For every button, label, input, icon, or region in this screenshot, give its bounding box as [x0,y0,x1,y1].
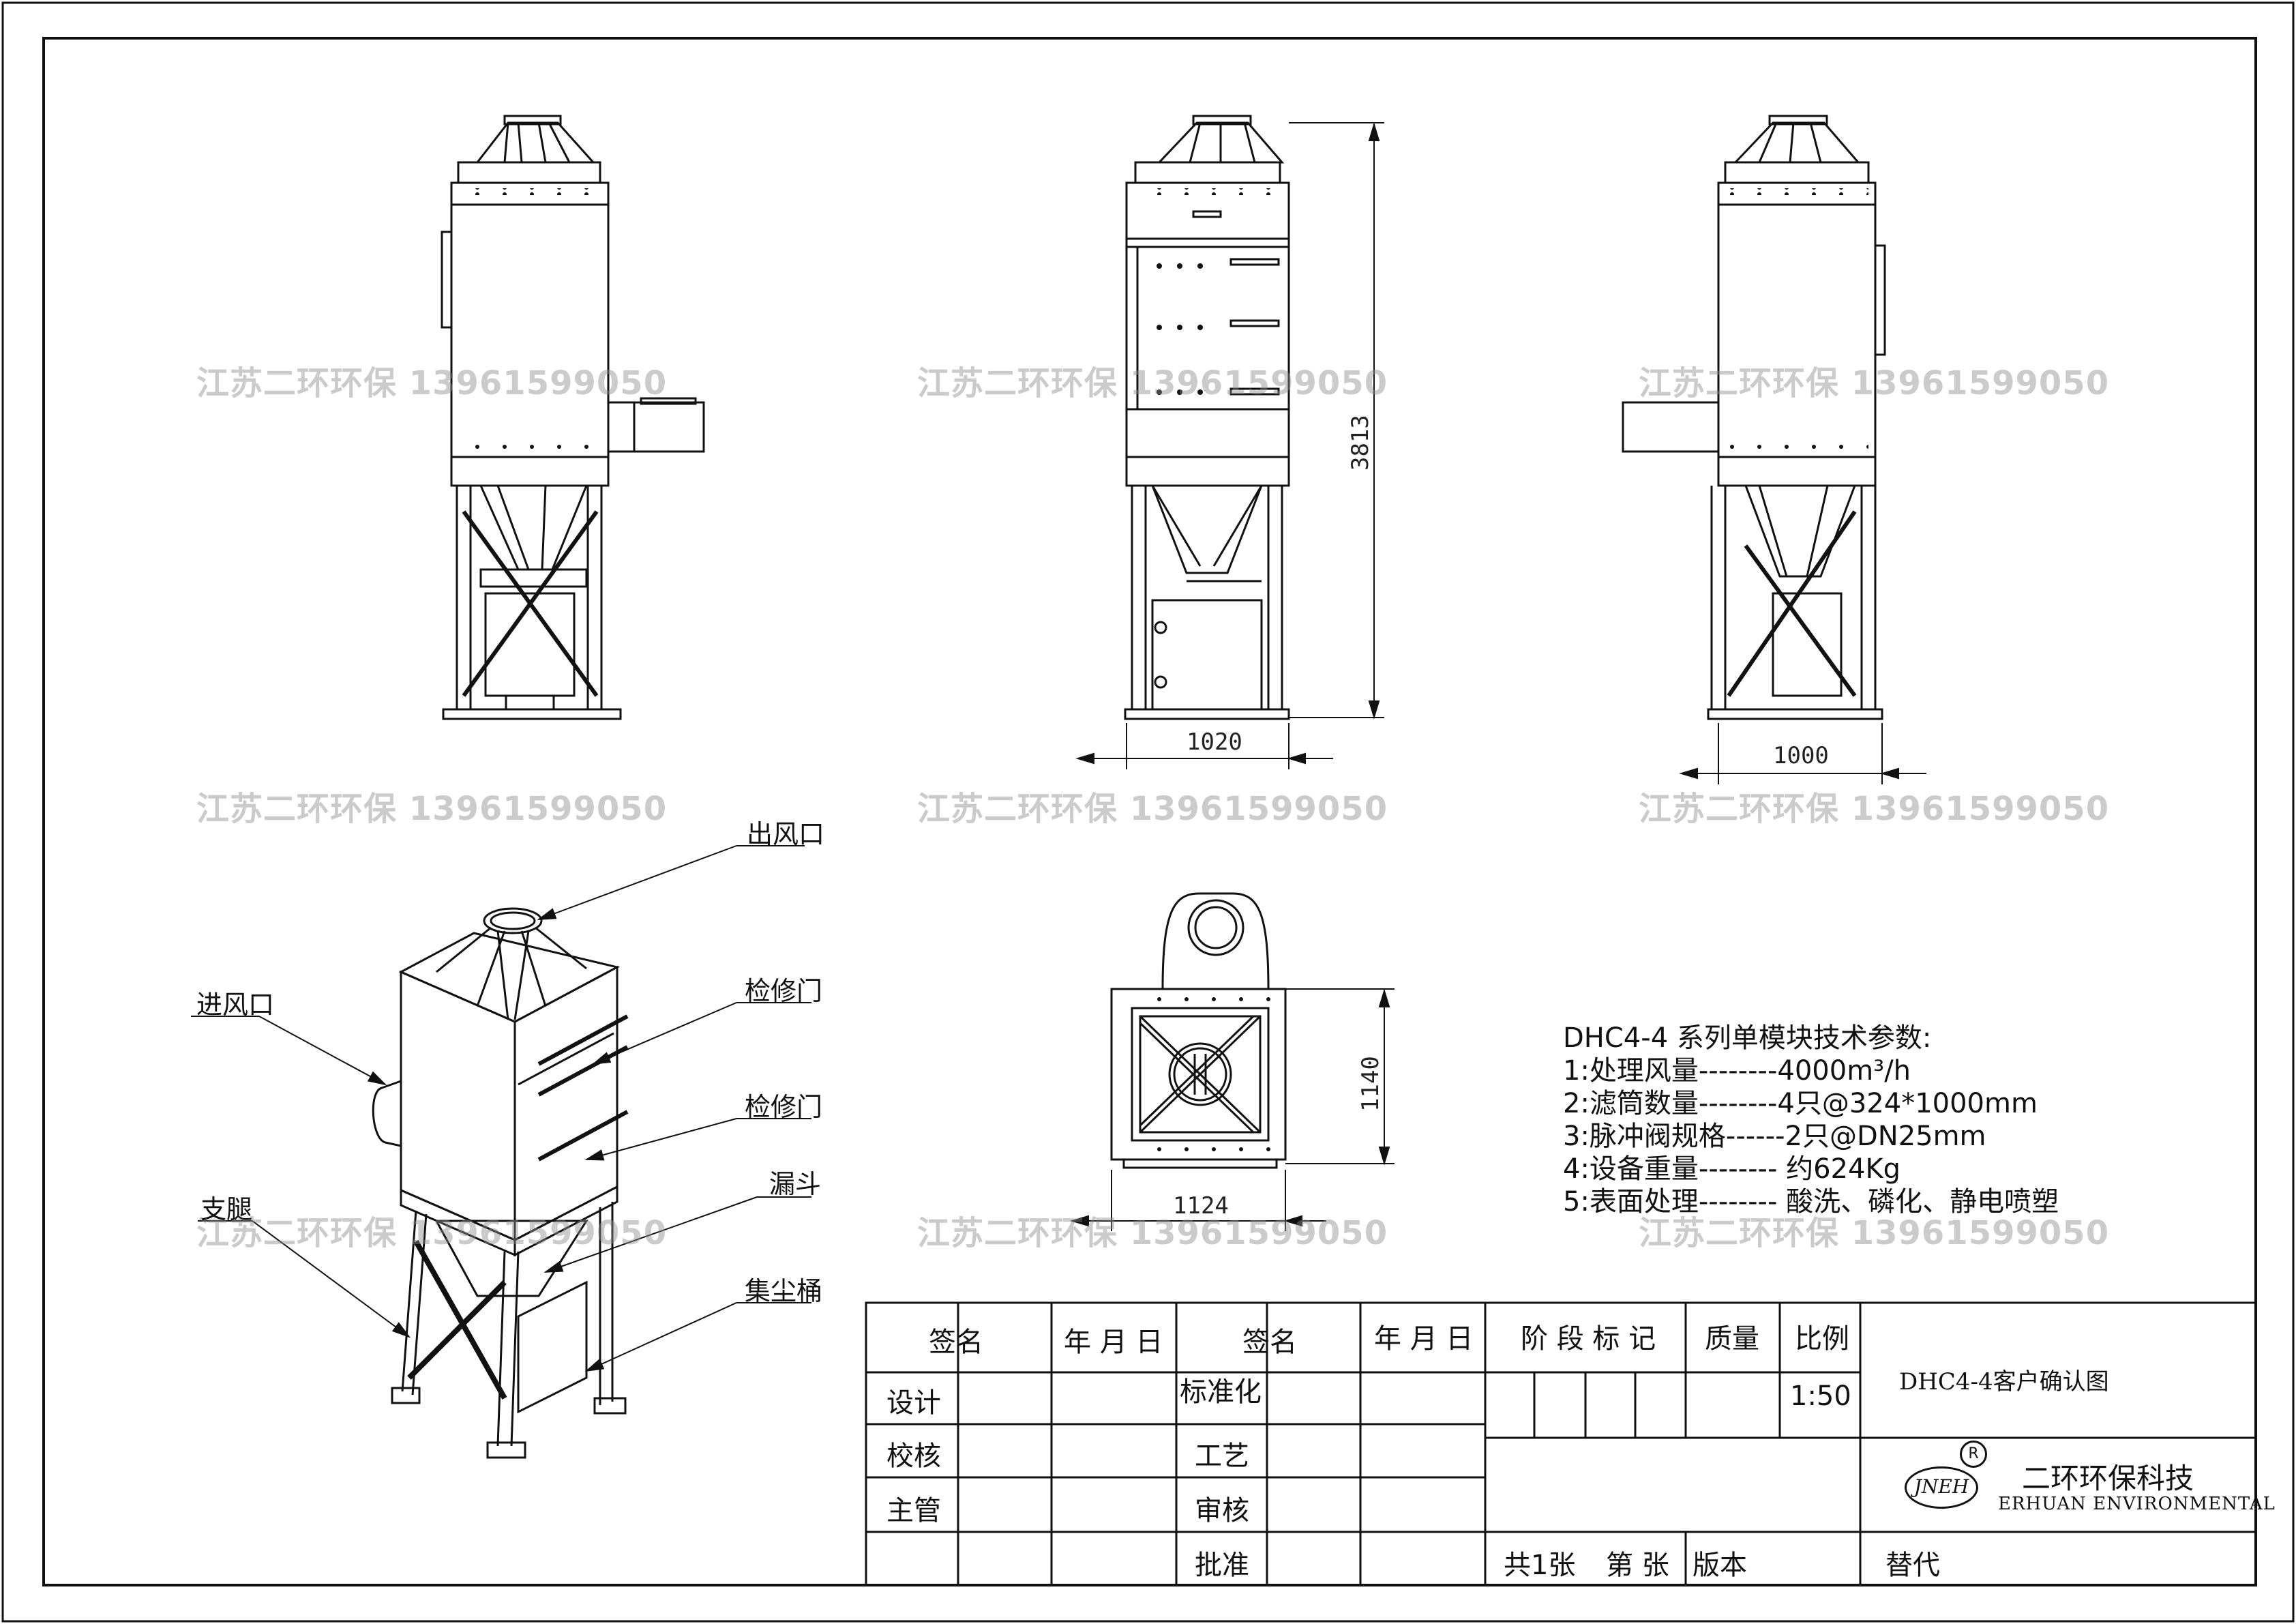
watermark: 江苏二环环保 13961599050 [917,1214,1388,1252]
tb-manager: 主管 [886,1495,941,1526]
callout-bin: 集尘桶 [745,1276,823,1306]
spec-title: DHC4-4 系列单模块技术参数: [1563,1022,1932,1054]
tb-drawing-title: DHC4-4客户确认图 [1899,1368,2109,1396]
spec-line: 4:设备重量-------- 约624Kg [1563,1153,1901,1185]
registered-mark-icon: R [1960,1441,1987,1468]
company-name-cn: 二环环保科技 [2022,1462,2194,1495]
spec-line: 3:脉冲阀规格------2只@DN25mm [1563,1121,1986,1152]
callout-door-2: 检修门 [745,1092,823,1122]
tb-standardize: 标准化 [1180,1376,1262,1408]
watermark: 江苏二环环保 13961599050 [917,364,1388,402]
tb-scale: 比例 [1795,1323,1849,1355]
watermark: 江苏二环环保 13961599050 [917,790,1388,828]
tb-design: 设计 [886,1387,941,1419]
tb-process: 工艺 [1195,1441,1249,1472]
isometric-view [372,907,629,1459]
company-logo: JNEH [1905,1466,1978,1509]
dim-side-width: 1000 [1773,742,1829,769]
callout-hopper: 漏斗 [769,1169,822,1199]
tb-date-2: 年 月 日 [1374,1323,1474,1355]
bolt-dots [460,188,1868,1153]
tb-stage-mark: 阶 段 标 记 [1521,1323,1656,1355]
watermark: 江苏二环环保 13961599050 [196,790,668,828]
tb-sign: 签名 [929,1327,983,1358]
dim-height: 3813 [1347,415,1374,471]
watermark: 江苏二环环保 13961599050 [196,364,668,402]
tb-check: 校核 [886,1441,941,1472]
watermark: 江苏二环环保 13961599050 [1639,790,2110,828]
callout-inlet: 进风口 [196,990,275,1020]
tb-sign-2: 签名 [1242,1327,1297,1358]
title-block [865,1301,2257,1586]
tb-replace: 替代 [1885,1550,1940,1581]
dim-front-width: 1020 [1187,728,1242,756]
callout-leg: 支腿 [200,1194,253,1224]
front-elevation-view [1075,115,1384,769]
tb-review: 审核 [1195,1495,1249,1526]
tb-date: 年 月 日 [1064,1327,1163,1358]
watermark: 江苏二环环保 13961599050 [1639,1214,2110,1252]
callout-door-1: 检修门 [745,976,823,1006]
tb-mass: 质量 [1705,1323,1759,1355]
spec-line: 5:表面处理-------- 酸洗、磷化、静电喷塑 [1563,1186,2059,1217]
tb-scale-value: 1:50 [1790,1381,1851,1412]
watermark: 江苏二环环保 13961599050 [196,1214,668,1252]
spec-list: DHC4-4 系列单模块技术参数: 1:处理风量--------4000m³/h… [1563,1022,2059,1218]
spec-line: 1:处理风量--------4000m³/h [1563,1055,1911,1087]
watermark: 江苏二环环保 13961599050 [1639,364,2110,402]
company-name-en: ERHUAN ENVIRONMENTAL [1998,1494,2276,1514]
tb-sheet-no: 第 张 [1606,1550,1669,1581]
dim-top-width: 1124 [1173,1192,1229,1220]
callout-leaders [191,845,811,1372]
right-elevation-view [1622,115,1926,784]
top-view [1070,892,1395,1231]
callout-outlet: 出风口 [747,819,825,849]
spec-line: 2:滤筒数量--------4只@324*1000mm [1563,1088,2038,1119]
tb-approve: 批准 [1195,1550,1249,1581]
tb-version: 版本 [1693,1550,1747,1581]
tb-total-sheets: 共1张 [1504,1550,1576,1581]
dim-top-depth: 1140 [1357,1056,1384,1112]
left-elevation-view [441,115,705,720]
